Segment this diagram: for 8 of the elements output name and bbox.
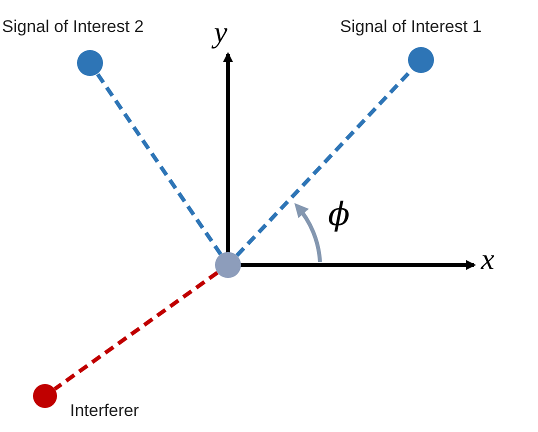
signal-label: Interferer <box>70 400 139 422</box>
axis-label: y <box>214 18 228 48</box>
signal-label: Signal of Interest 2 <box>2 16 144 38</box>
dashed-line <box>96 72 222 256</box>
signal-label: Signal of Interest 1 <box>340 16 482 38</box>
dashed-line <box>54 270 219 391</box>
axis-label: x <box>481 245 494 275</box>
angle-label: ϕ <box>328 198 350 230</box>
